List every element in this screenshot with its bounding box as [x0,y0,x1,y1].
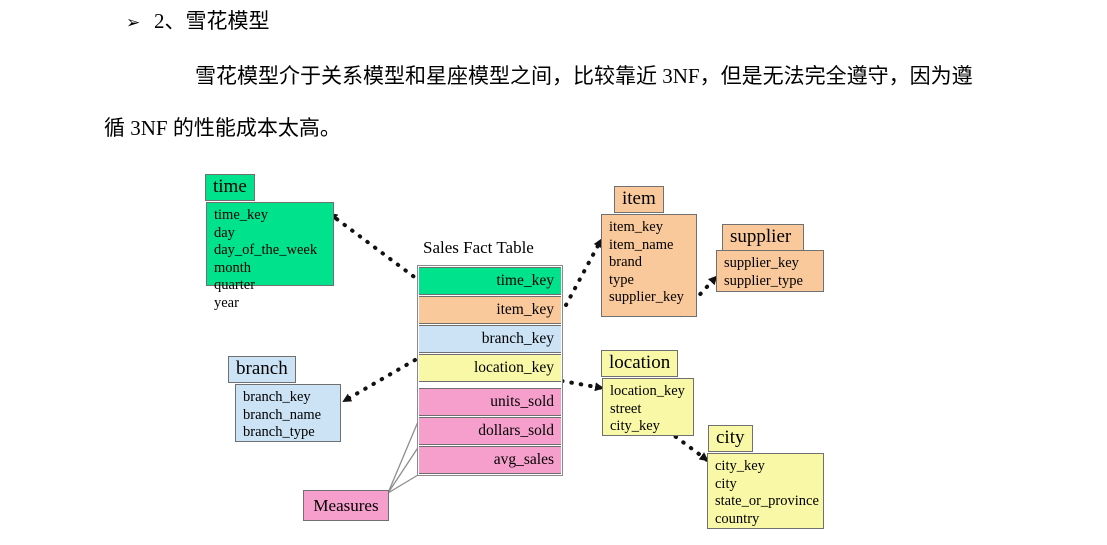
field-supplier-1: supplier_type [724,272,803,289]
fact-row-avg-sales: avg_sales [419,446,561,474]
table-body-supplier: supplier_key supplier_type [716,250,824,292]
field-location-2: city_key [610,418,660,435]
field-city-1: city [715,475,737,492]
table-header-city: city [708,425,753,452]
table-body-item: item_key item_name brand type supplier_k… [601,214,697,317]
field-time-5: year [214,294,239,311]
fact-row-item-key: item_key [419,296,561,324]
table-body-time: time_key day day_of_the_week month quart… [206,202,334,311]
snowflake-schema-diagram: time time_key day day_of_the_week month … [0,160,1107,545]
field-branch-1: branch_name [243,406,322,423]
fact-row-time-key: time_key [419,267,561,295]
fact-row-dollars-sold: dollars_sold [419,417,561,445]
fact-row-location-key: location_key [419,354,561,382]
heading-line: ➢ 2、雪花模型 [126,6,270,38]
field-item-4: supplier_key [609,289,684,306]
link-fact-to-item [564,238,603,307]
table-body-location: location_key street city_key [602,378,694,436]
field-supplier-0: supplier_key [724,255,799,271]
field-branch-0: branch_key [243,389,311,405]
field-city-2: state_or_province [715,493,819,510]
field-city-0: city_key [715,458,765,474]
field-location-1: street [610,400,642,417]
table-title-time: time [213,176,247,197]
sales-fact-table: time_key item_key branch_key location_ke… [417,265,563,476]
fact-row-units-sold: units_sold [419,388,561,416]
table-header-item: item [614,186,664,213]
field-time-3: month [214,259,252,276]
measures-box: Measures [303,490,389,521]
fact-table-divider [418,383,562,387]
table-header-branch: branch [228,356,296,383]
field-time-0: time_key [214,207,268,223]
field-item-0: item_key [609,219,663,235]
fact-row-branch-key: branch_key [419,325,561,353]
table-title-branch: branch [236,358,288,379]
link-fact-to-location [560,379,604,392]
fact-table-title: Sales Fact Table [423,238,534,257]
field-time-1: day [214,224,235,241]
link-fact-to-branch [342,358,417,403]
table-header-supplier: supplier [722,224,804,251]
link-fact-to-time [328,212,423,284]
field-location-0: location_key [610,383,685,399]
field-time-2: day_of_the_week [214,242,318,259]
field-item-2: brand [609,254,643,271]
table-body-city: city_key city state_or_province country [707,453,824,529]
field-time-4: quarter [214,277,256,294]
table-title-city: city [716,427,745,448]
table-title-location: location [609,352,671,373]
table-title-item: item [622,188,656,209]
paragraph-line-1: 雪花模型介于关系模型和星座模型之间，比较靠近 3NF，但是无法完全遵守，因为遵 [195,64,973,88]
field-branch-2: branch_type [243,424,315,441]
field-item-1: item_name [609,236,674,253]
field-item-3: type [609,271,634,288]
field-city-3: country [715,510,760,527]
paragraph-line-2: 循 3NF 的性能成本太高。 [104,116,341,140]
table-header-time: time [205,174,255,201]
bullet-arrow-icon: ➢ [126,13,141,32]
table-title-supplier: supplier [730,226,792,247]
table-header-location: location [601,350,679,377]
table-body-branch: branch_key branch_name branch_type [235,384,341,442]
page-title: 2、雪花模型 [154,9,270,33]
